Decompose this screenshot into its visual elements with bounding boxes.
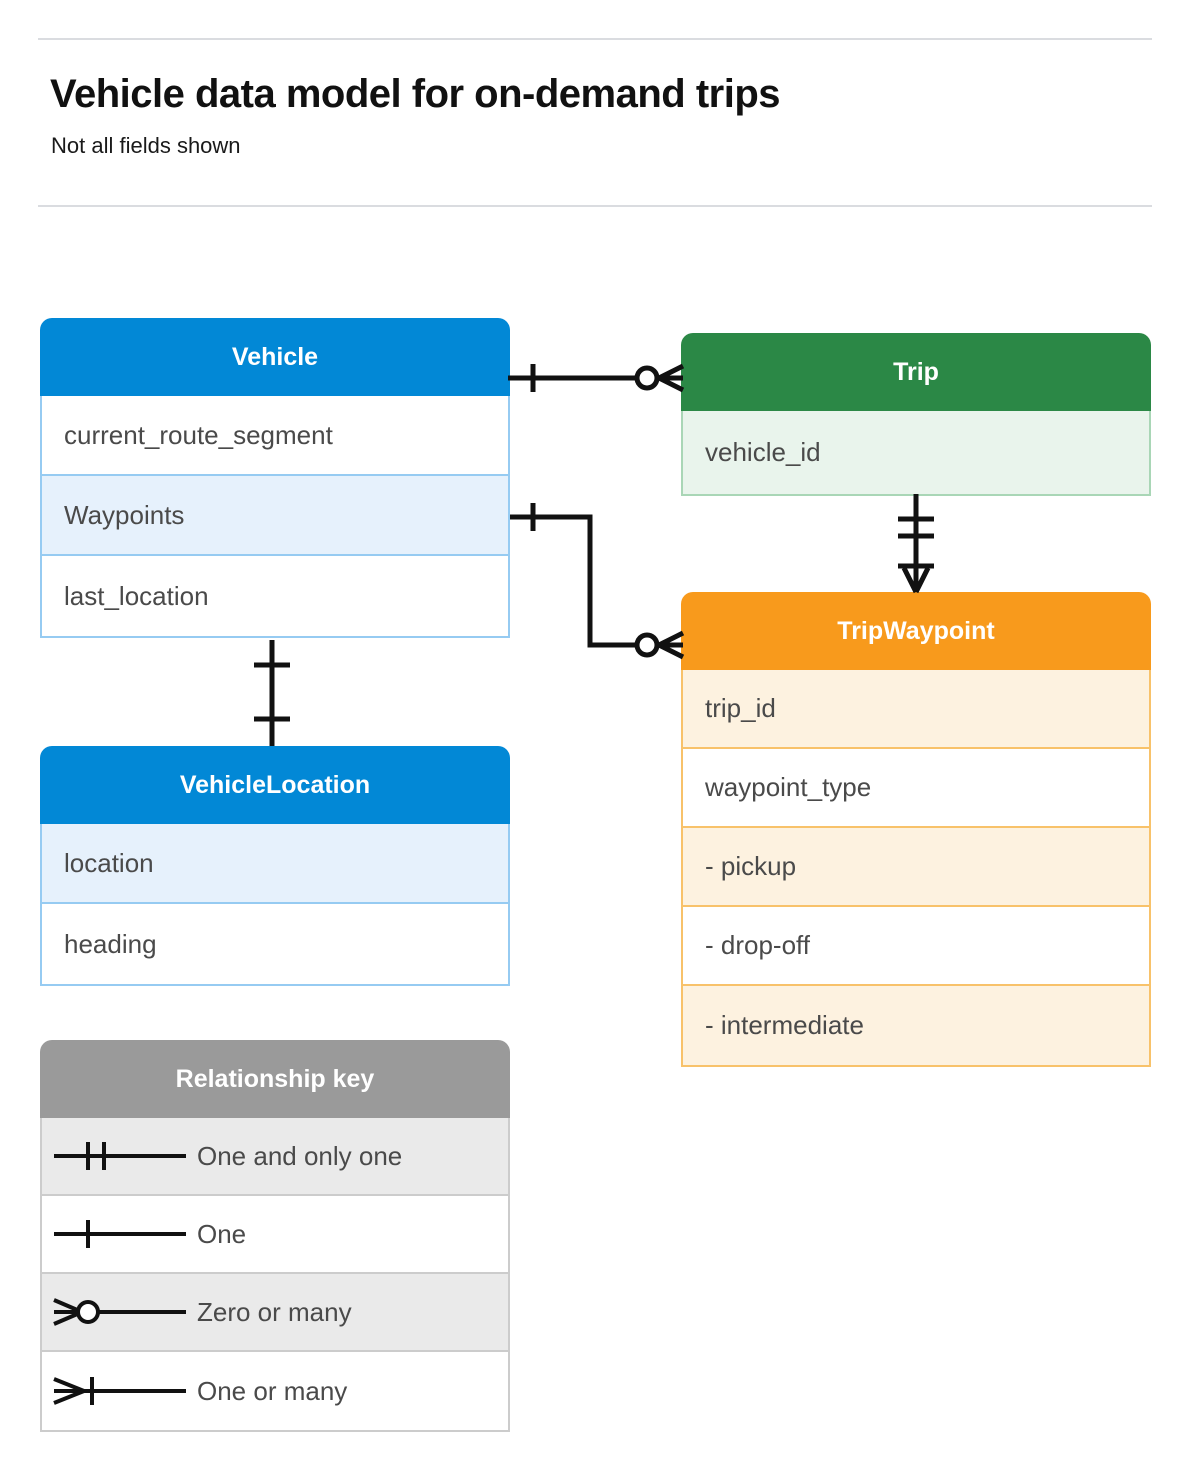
header-divider-top <box>38 38 1152 40</box>
zero-or-many-icon <box>42 1292 197 1332</box>
legend-item: One or many <box>42 1352 508 1430</box>
entity-vehicle-title: Vehicle <box>40 318 510 396</box>
legend-item: Zero or many <box>42 1274 508 1352</box>
entity-trip-waypoint-field[interactable]: - pickup <box>683 828 1149 907</box>
one-or-many-icon <box>42 1371 197 1411</box>
entity-vehicle-field-list: current_route_segment Waypoints last_loc… <box>40 396 510 638</box>
one-and-only-one-icon <box>42 1136 197 1176</box>
legend-item-label: Zero or many <box>197 1296 352 1327</box>
relationship-key-row-list: One and only one One Zero <box>40 1118 510 1432</box>
entity-trip-title: Trip <box>681 333 1151 411</box>
entity-trip-waypoint-field[interactable]: - drop-off <box>683 907 1149 986</box>
entity-vehicle-location-field-list: location heading <box>40 824 510 986</box>
legend-item: One <box>42 1196 508 1274</box>
page-subtitle: Not all fields shown <box>51 133 241 158</box>
legend-item-label: One <box>197 1218 247 1249</box>
connector-waypoints-tripwaypoint <box>510 503 685 660</box>
connector-vehicle-trip <box>508 363 685 393</box>
entity-vehicle-field[interactable]: current_route_segment <box>42 396 508 476</box>
entity-trip[interactable]: Trip vehicle_id <box>681 333 1151 496</box>
entity-vehicle-location-title: VehicleLocation <box>40 746 510 824</box>
entity-vehicle-location[interactable]: VehicleLocation location heading <box>40 746 510 986</box>
header-divider-bottom <box>38 205 1152 207</box>
page-title: Vehicle data model for on-demand trips <box>50 72 781 116</box>
entity-vehicle-location-field[interactable]: heading <box>42 904 508 984</box>
relationship-key-legend: Relationship key One and only one One <box>40 1040 510 1432</box>
entity-vehicle-field[interactable]: last_location <box>42 556 508 636</box>
legend-item-label: One or many <box>197 1375 348 1406</box>
connector-trip-tripwaypoint <box>898 494 934 594</box>
legend-item: One and only one <box>42 1118 508 1196</box>
entity-trip-waypoint-field[interactable]: trip_id <box>683 670 1149 749</box>
entity-vehicle-location-field[interactable]: location <box>42 824 508 904</box>
one-icon <box>42 1214 197 1254</box>
entity-trip-waypoint[interactable]: TripWaypoint trip_id waypoint_type - pic… <box>681 592 1151 1067</box>
entity-trip-waypoint-field[interactable]: waypoint_type <box>683 749 1149 828</box>
entity-vehicle[interactable]: Vehicle current_route_segment Waypoints … <box>40 318 510 638</box>
entity-vehicle-field[interactable]: Waypoints <box>42 476 508 556</box>
entity-trip-waypoint-field[interactable]: - intermediate <box>683 986 1149 1065</box>
entity-trip-field-list: vehicle_id <box>681 411 1151 496</box>
entity-trip-field[interactable]: vehicle_id <box>683 411 1149 494</box>
entity-trip-waypoint-title: TripWaypoint <box>681 592 1151 670</box>
relationship-key-title: Relationship key <box>40 1040 510 1118</box>
entity-trip-waypoint-field-list: trip_id waypoint_type - pickup - drop-of… <box>681 670 1151 1067</box>
connector-vehicle-vehiclelocation <box>254 640 290 746</box>
legend-item-label: One and only one <box>197 1140 403 1171</box>
